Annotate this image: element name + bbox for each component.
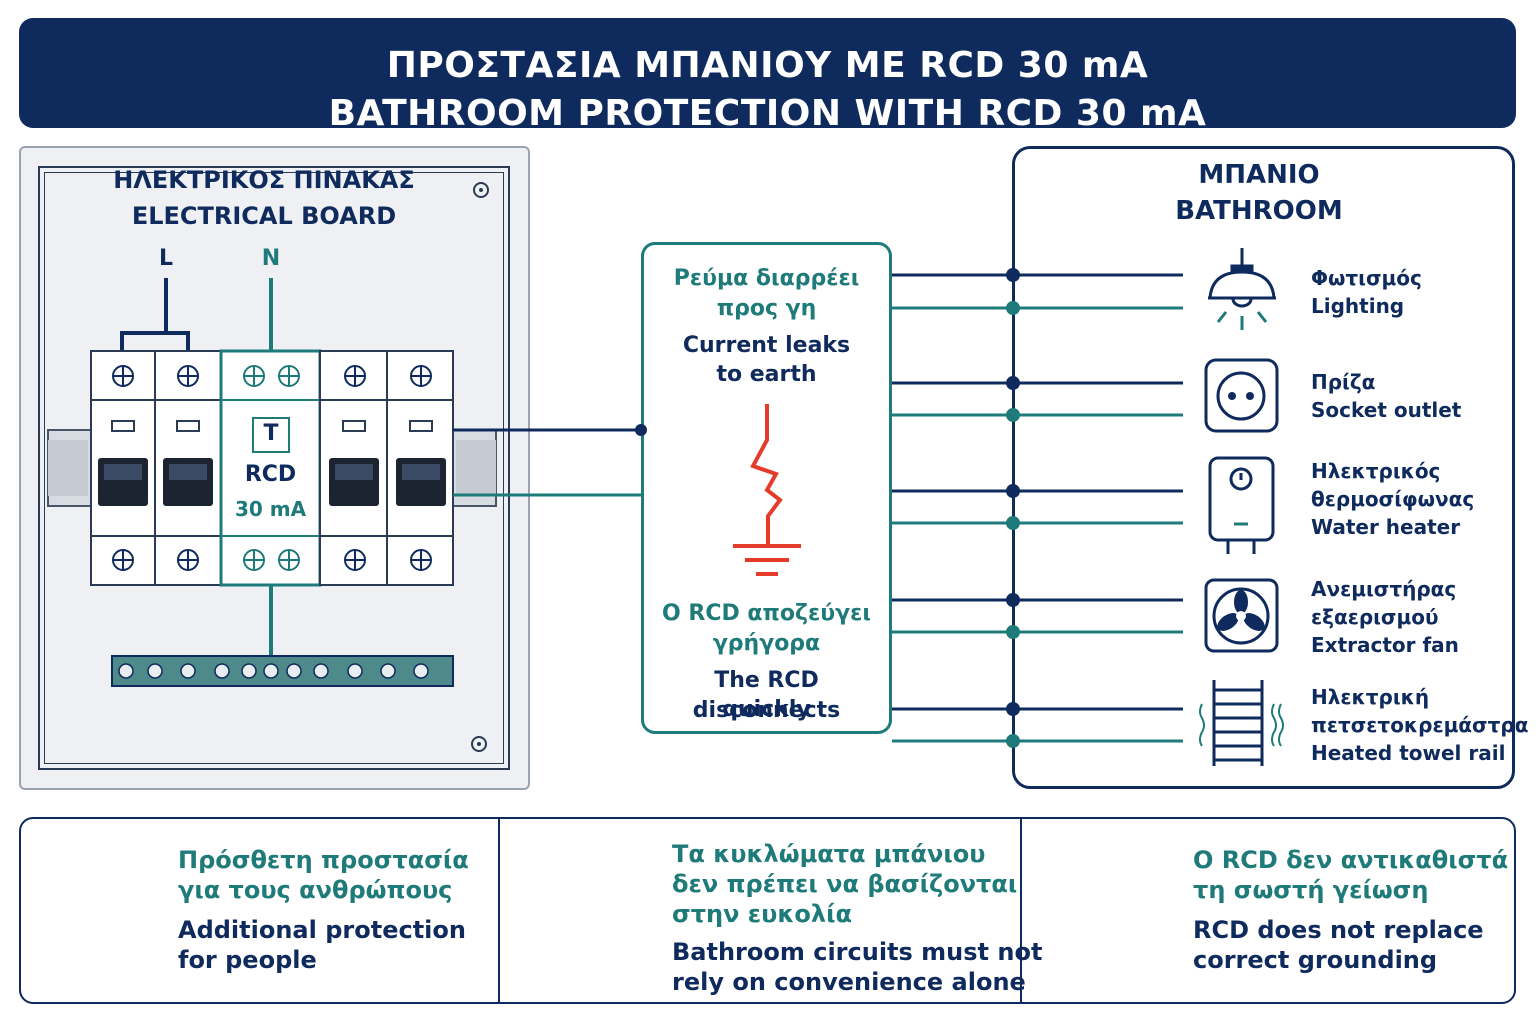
note-convenience-greek: Τα κυκλώματα μπάνιου δεν πρέπει να βασίζ… [672, 840, 1018, 928]
rcd-result-english-1: The RCD disconnects [692, 668, 841, 723]
leak-heading-greek-1: Ρεύμα διαρρέει [673, 266, 860, 291]
rcd-test-label: T [263, 421, 279, 446]
appliance-label-towel-rail: Ηλεκτρική πετσετοκρεμάστρα Heated towel … [1311, 685, 1529, 765]
note-protection-greek: Πρόσθετη προστασία για τους ανθρώπους [178, 846, 469, 904]
rcd-result-greek-2: γρήγορα [712, 631, 821, 656]
footer-divider-2 [1020, 819, 1022, 1002]
extractor-fan-icon [1204, 578, 1279, 653]
fault-current-icon [750, 404, 783, 545]
board-enclosure-frame [38, 166, 510, 770]
title-greek: ΠΡΟΣΤΑΣΙΑ ΜΠΑΝΙΟΥ ΜΕ RCD 30 mA [386, 45, 1149, 86]
note-grounding-greek: Ο RCD δεν αντικαθιστά τη σωστή γείωση [1193, 846, 1509, 904]
mcb-breaker-4 [386, 350, 454, 586]
leak-heading-greek-2: προς γη [716, 296, 817, 321]
bathroom-title-greek: ΜΠΑΝΙΟ [1198, 160, 1320, 190]
footer-notes [19, 817, 1516, 1004]
appliance-label-socket: Πρίζα Socket outlet [1311, 370, 1462, 422]
earth-ground-icon [733, 544, 801, 576]
appliance-label-extractor-fan: Ανεμιστήρας εξαερισμού Extractor fan [1311, 577, 1459, 657]
appliance-label-water-heater: Ηλεκτρικός θερμοσίφωνας Water heater [1311, 459, 1475, 539]
note-protection-english: Additional protection for people [178, 916, 466, 974]
neutral-terminal-bar [111, 655, 454, 687]
board-title-english: ELECTRICAL BOARD [131, 202, 397, 230]
rcd-test-button [252, 417, 290, 453]
note-convenience-english: Bathroom circuits must not rely on conve… [672, 938, 1043, 996]
title-english: BATHROOM PROTECTION WITH RCD 30 mA [328, 93, 1207, 134]
note-grounding-english: RCD does not replace correct grounding [1193, 916, 1484, 974]
mcb-breaker-3 [319, 350, 388, 586]
neutral-label: N [261, 246, 281, 271]
terminal-screws [112, 365, 432, 571]
live-label: L [158, 246, 174, 271]
mcb-breaker-2 [154, 350, 222, 586]
rcd-rating-label: 30 mA [234, 497, 307, 521]
mcb-breaker-1 [90, 350, 156, 586]
footer-divider-1 [498, 819, 500, 1002]
title-banner: ΠΡΟΣΤΑΣΙΑ ΜΠΑΝΙΟΥ ΜΕ RCD 30 mA BATHROOM … [19, 18, 1516, 134]
socket-outlet-icon [1204, 358, 1279, 433]
rcd-result-english-2: quickly [722, 697, 811, 722]
ceiling-lamp-icon [1208, 248, 1276, 330]
bathroom-circuit-lines [892, 268, 1183, 748]
leak-heading-english-2: to earth [716, 362, 817, 387]
rcd-result-greek-1: Ο RCD αποζεύγει [662, 601, 871, 626]
rcd-name-label: RCD [244, 462, 297, 487]
board-title-greek: ΗΛΕΚΤΡΙΚΟΣ ΠΙΝΑΚΑΣ [113, 166, 415, 194]
appliance-label-lighting: Φωτισμός Lighting [1311, 266, 1422, 318]
water-heater-icon [1208, 456, 1275, 554]
leak-heading-english-1: Current leaks [682, 333, 851, 358]
board-enclosure-inner-frame [44, 172, 504, 764]
heated-towel-rail-icon [1199, 680, 1284, 766]
bathroom-title-english: BATHROOM [1175, 196, 1343, 226]
